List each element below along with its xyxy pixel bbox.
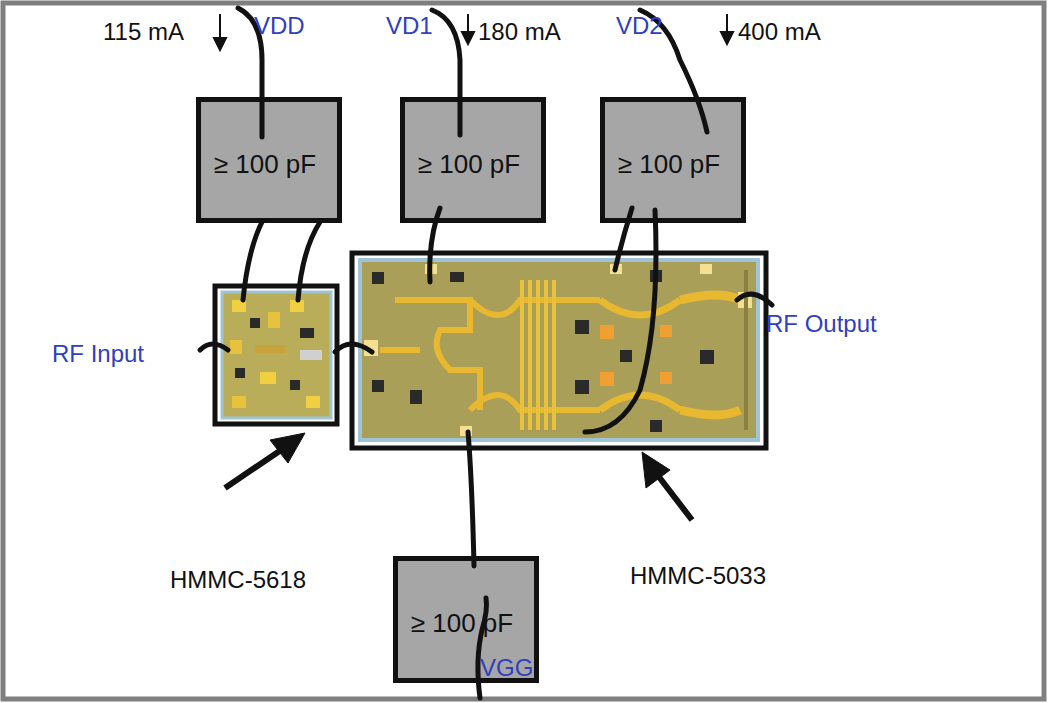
annotation-label: 400 mA	[738, 18, 821, 46]
annotation-label: 115 mA	[103, 18, 184, 46]
signal-label: VD2	[616, 12, 663, 40]
signal-label: VD1	[386, 12, 433, 40]
capacitor-value: ≥ 100 pF	[618, 149, 720, 180]
pointer-arrows	[225, 433, 692, 520]
capacitor-box: ≥ 100 pF	[400, 97, 546, 223]
capacitor-fill	[602, 99, 744, 221]
chip-5033	[352, 253, 766, 448]
capacitor-box: ≥ 100 pF	[600, 97, 746, 223]
annotation-label: HMMC-5033	[630, 562, 766, 590]
capacitor-value: ≥ 100 pF	[214, 149, 316, 180]
capacitor-fill	[402, 99, 544, 221]
annotation-label: HMMC-5618	[170, 566, 306, 594]
annotation-label: 180 mA	[478, 18, 561, 46]
signal-label: VDD	[254, 12, 305, 40]
frame	[3, 3, 1044, 699]
signal-label: RF Output	[766, 310, 877, 338]
wires	[200, 8, 772, 698]
capacitor-fill	[198, 99, 340, 221]
capacitor-value: ≥ 100 pF	[411, 608, 513, 639]
signal-label: VGG	[480, 654, 533, 682]
capacitor-fill	[395, 558, 537, 681]
capacitor-value: ≥ 100 pF	[418, 149, 520, 180]
chip-5618	[215, 286, 337, 424]
capacitor-box: ≥ 100 pF	[196, 97, 342, 223]
signal-label: RF Input	[52, 340, 144, 368]
